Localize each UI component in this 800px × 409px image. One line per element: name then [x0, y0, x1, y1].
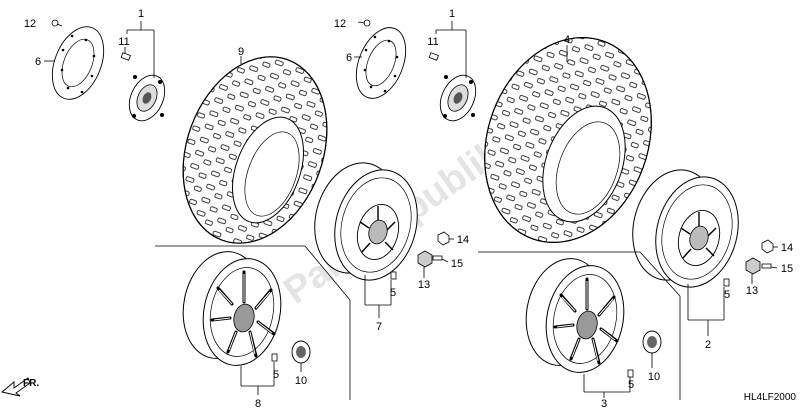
label-part-8: 8 [255, 398, 261, 409]
label-part-14-left: 14 [457, 234, 469, 246]
front-direction-arrow [1, 377, 31, 397]
hub-left[interactable] [122, 69, 171, 126]
wheel-rear-right[interactable] [621, 161, 750, 297]
drawing-code: HL4LF2000 [744, 392, 797, 403]
bolt-15-left[interactable] [432, 255, 449, 263]
wheel-front-right[interactable] [517, 251, 634, 379]
valve-5-rear-left[interactable] [390, 271, 397, 280]
label-part-7: 7 [376, 321, 382, 333]
nut-13-left[interactable] [417, 250, 433, 278]
label-part-4: 4 [564, 34, 570, 46]
frame-lines [155, 245, 681, 400]
label-part-1-left: 1 [138, 8, 144, 20]
valve-5-front-left[interactable] [271, 353, 278, 362]
label-part-1-right: 1 [449, 8, 455, 20]
bolt-12-left[interactable] [51, 19, 63, 27]
label-part-2: 2 [705, 339, 711, 351]
label-part-12-left: 12 [24, 18, 36, 30]
label-part-12-right: 12 [334, 18, 346, 30]
label-part-3: 3 [601, 398, 607, 409]
brake-disc-right[interactable] [347, 20, 416, 105]
label-part-13-right: 13 [746, 285, 758, 297]
wheel-rear-left[interactable] [303, 154, 429, 290]
label-part-11-left: 11 [118, 36, 129, 48]
label-part-5-front-right: 5 [628, 379, 634, 391]
label-part-6-left: 6 [35, 56, 41, 68]
valve-5-front-right[interactable] [627, 369, 634, 378]
label-part-10-left: 10 [295, 375, 307, 387]
bolt-11-left[interactable] [120, 52, 131, 61]
hub-right[interactable] [433, 69, 482, 126]
label-part-5-rear-left: 5 [390, 287, 396, 299]
label-part-5-rear-right: 5 [724, 289, 730, 301]
label-part-15-left: 15 [451, 258, 463, 270]
center-cap-right[interactable] [642, 330, 662, 354]
label-part-5-front-left: 5 [273, 369, 279, 381]
bolt-12-right[interactable] [357, 19, 371, 27]
bolt-15-right[interactable] [761, 263, 778, 269]
nut-13-right[interactable] [745, 257, 761, 284]
valve-5-rear-right[interactable] [723, 278, 730, 287]
nut-14-right[interactable] [761, 239, 778, 254]
tire-right[interactable] [457, 14, 679, 266]
part-labels: 1 12 11 6 9 5 7 5 8 10 14 15 13 1 12 11 … [24, 8, 793, 409]
label-part-10-right: 10 [648, 371, 660, 383]
brake-disc-left[interactable] [42, 19, 113, 107]
front-direction-label: FR. [23, 378, 39, 389]
wheel-front-left[interactable] [174, 244, 291, 372]
nut-14-left[interactable] [437, 231, 454, 246]
tire-left[interactable] [158, 37, 351, 264]
label-part-14-right: 14 [781, 242, 793, 254]
label-part-15-right: 15 [781, 263, 793, 275]
label-part-9: 9 [238, 46, 244, 58]
center-cap-left[interactable] [291, 340, 311, 364]
label-part-11-right: 11 [427, 36, 438, 48]
bolt-11-right[interactable] [428, 52, 439, 61]
label-part-6-right: 6 [346, 52, 352, 64]
label-part-13-left: 13 [418, 279, 430, 291]
leader-lines [44, 21, 725, 398]
